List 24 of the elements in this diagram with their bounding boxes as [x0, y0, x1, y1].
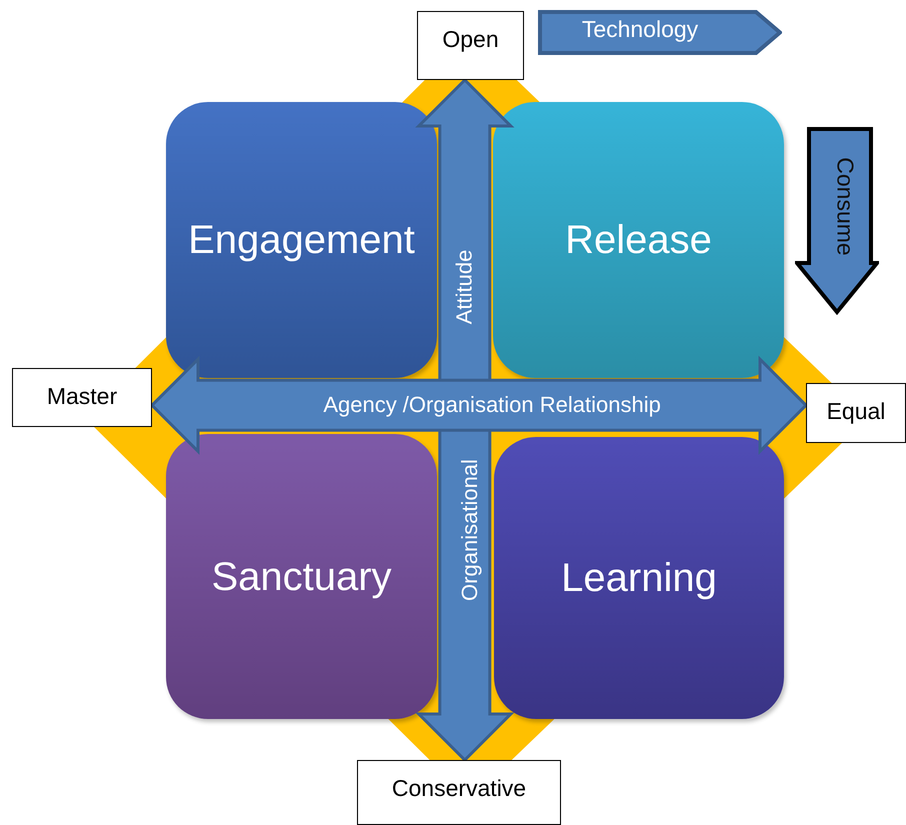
node-text: Conservative [392, 777, 526, 800]
node-text: Master [46, 385, 118, 408]
node-text: Release [565, 217, 712, 264]
label-box [417, 11, 524, 80]
edge-label: Agency /Organisation Relationship [323, 394, 661, 416]
label-box [357, 760, 561, 825]
quadrant-box [493, 102, 784, 378]
double-block-arrow [150, 356, 808, 455]
node-text: Open [442, 28, 499, 51]
down-arrow-shape [795, 127, 879, 315]
node-text: Consume [834, 156, 856, 256]
quadrant-box [494, 437, 784, 719]
pentagon-arrow [538, 10, 782, 55]
node-text: Technology [582, 18, 698, 41]
quadrant-box [166, 434, 437, 719]
arrow-label: Organisational [459, 459, 481, 601]
node-text: Sanctuary [211, 554, 392, 600]
edge-label: Attitude [454, 250, 476, 325]
label-box [12, 368, 152, 427]
node-text: Learning [561, 555, 717, 602]
node-text: Engagement [188, 217, 415, 264]
label-box [806, 383, 906, 443]
quadrant-box [166, 102, 437, 378]
node-text: Equal [826, 400, 886, 423]
